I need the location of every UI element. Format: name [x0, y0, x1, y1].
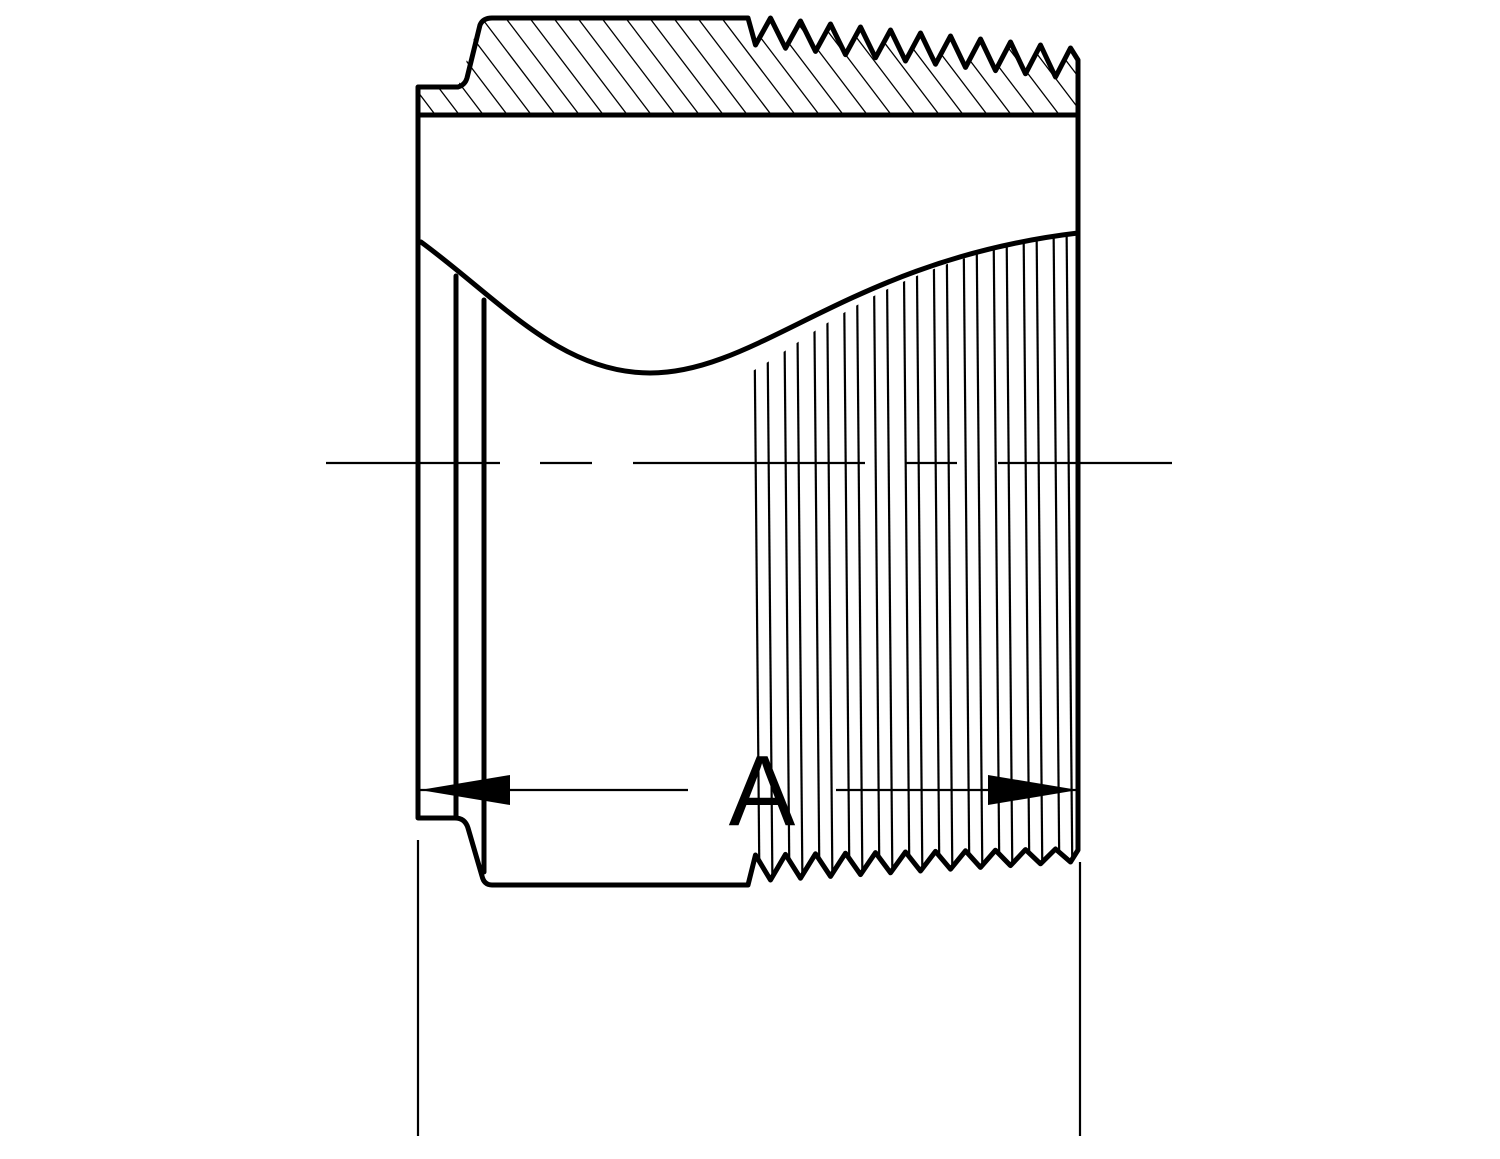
- hatch-line: [587, 18, 684, 115]
- hatch-line: [707, 18, 804, 115]
- hatch-line: [1019, 18, 1078, 115]
- thread-line: [855, 233, 864, 885]
- hatch-line: [683, 18, 780, 115]
- hatch-line: [563, 18, 660, 115]
- thread-line: [932, 233, 941, 885]
- thread-line: [902, 233, 911, 885]
- thread-line: [842, 233, 851, 885]
- thread-line: [1022, 233, 1031, 885]
- hatch-line: [1067, 18, 1078, 115]
- thread-line: [945, 233, 954, 885]
- dimension-label: A: [729, 735, 796, 847]
- hatch-line: [418, 18, 492, 115]
- thread-line: [872, 233, 881, 885]
- hatch-line: [1140, 0, 1235, 125]
- thread-line: [1005, 233, 1014, 885]
- hatch-line: [635, 18, 732, 115]
- thread-line: [975, 233, 984, 885]
- thread-line: [812, 233, 821, 885]
- hatch-line: [491, 18, 588, 115]
- hatch-line: [875, 18, 972, 115]
- hatch-line: [899, 18, 996, 115]
- hatch-line: [827, 18, 924, 115]
- hatch-line: [1043, 18, 1078, 115]
- thread-line: [1065, 233, 1074, 885]
- thread-line: [915, 233, 924, 885]
- hatch-line: [1116, 0, 1211, 125]
- hatch-line: [611, 18, 708, 115]
- hatch-line: [418, 18, 420, 115]
- hatch-line: [659, 18, 756, 115]
- fitting-outline: [415, 15, 1081, 888]
- dimension-a: A: [416, 735, 1082, 1136]
- thread-line: [1035, 233, 1044, 885]
- thread-line: [1052, 233, 1061, 885]
- hatch-line: [418, 18, 444, 115]
- hatch-line: [300, 0, 395, 125]
- hatch-line: [803, 18, 900, 115]
- arrow-left-icon: [420, 775, 510, 805]
- hatch-line: [515, 18, 612, 115]
- breakout-curve: [418, 230, 1081, 376]
- hatch-line: [1188, 0, 1283, 125]
- thread-line: [962, 233, 971, 885]
- hatch-line: [1164, 0, 1259, 125]
- thread-line: [825, 233, 834, 885]
- arrow-right-icon: [988, 775, 1078, 805]
- hatch-line: [1092, 0, 1187, 125]
- hatch-line: [539, 18, 636, 115]
- hatch-line: [779, 18, 876, 115]
- thread-line: [885, 233, 894, 885]
- section-hatching: [300, 0, 1283, 125]
